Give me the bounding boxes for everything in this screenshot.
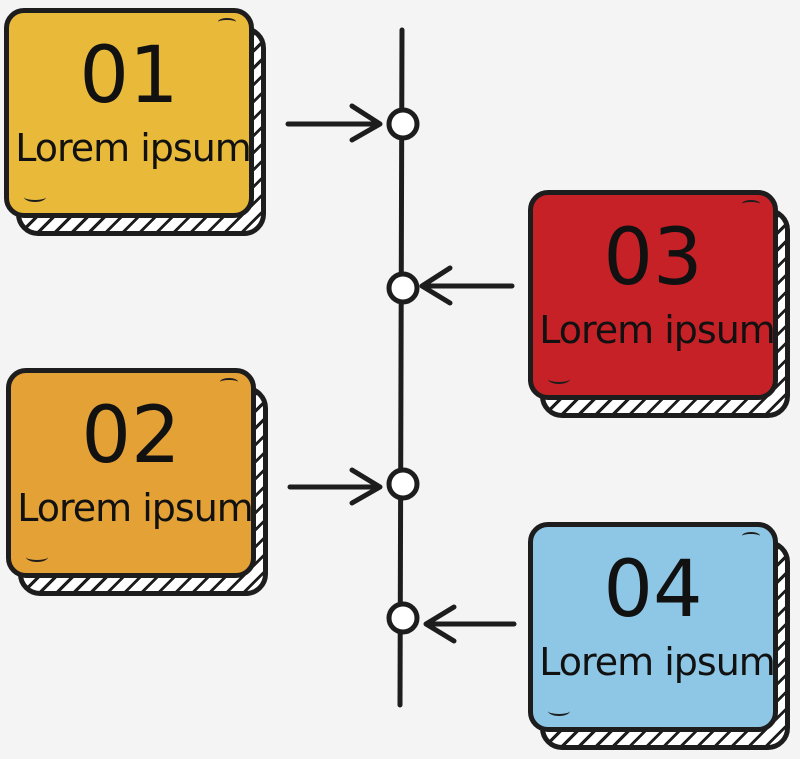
timeline-node-03 xyxy=(386,271,420,305)
card-number: 03 xyxy=(603,213,703,303)
card-02: 02 Lorem ipsum xyxy=(6,368,268,596)
timeline-axis xyxy=(397,27,405,708)
card-gloss xyxy=(548,706,570,716)
arrow-03-icon xyxy=(419,265,515,306)
timeline-node-01 xyxy=(386,107,420,141)
arrow-01-icon xyxy=(285,103,383,143)
card-face xyxy=(4,8,254,218)
card-gloss xyxy=(742,532,760,540)
card-face xyxy=(528,522,778,732)
card-text: Lorem ipsum xyxy=(15,126,252,170)
card-number: 01 xyxy=(79,31,179,121)
arrow-04-icon xyxy=(423,604,517,644)
card-text: Lorem ipsum xyxy=(539,308,776,352)
timeline-node-04 xyxy=(386,601,420,635)
card-03: 03 Lorem ipsum xyxy=(528,190,790,418)
card-number: 02 xyxy=(81,391,181,481)
card-01: 01 Lorem ipsum xyxy=(4,8,266,236)
card-gloss xyxy=(24,192,46,202)
card-04: 04 Lorem ipsum xyxy=(528,522,790,750)
card-gloss xyxy=(742,200,760,208)
card-gloss xyxy=(218,18,236,26)
card-gloss xyxy=(220,378,238,386)
arrow-02-icon xyxy=(287,467,383,506)
card-gloss xyxy=(548,374,570,384)
timeline-node-02 xyxy=(386,467,420,501)
card-gloss xyxy=(26,552,48,562)
card-text: Lorem ipsum xyxy=(539,640,776,684)
card-number: 04 xyxy=(603,545,703,635)
card-face xyxy=(528,190,778,400)
card-face xyxy=(6,368,256,578)
card-text: Lorem ipsum xyxy=(17,486,254,530)
